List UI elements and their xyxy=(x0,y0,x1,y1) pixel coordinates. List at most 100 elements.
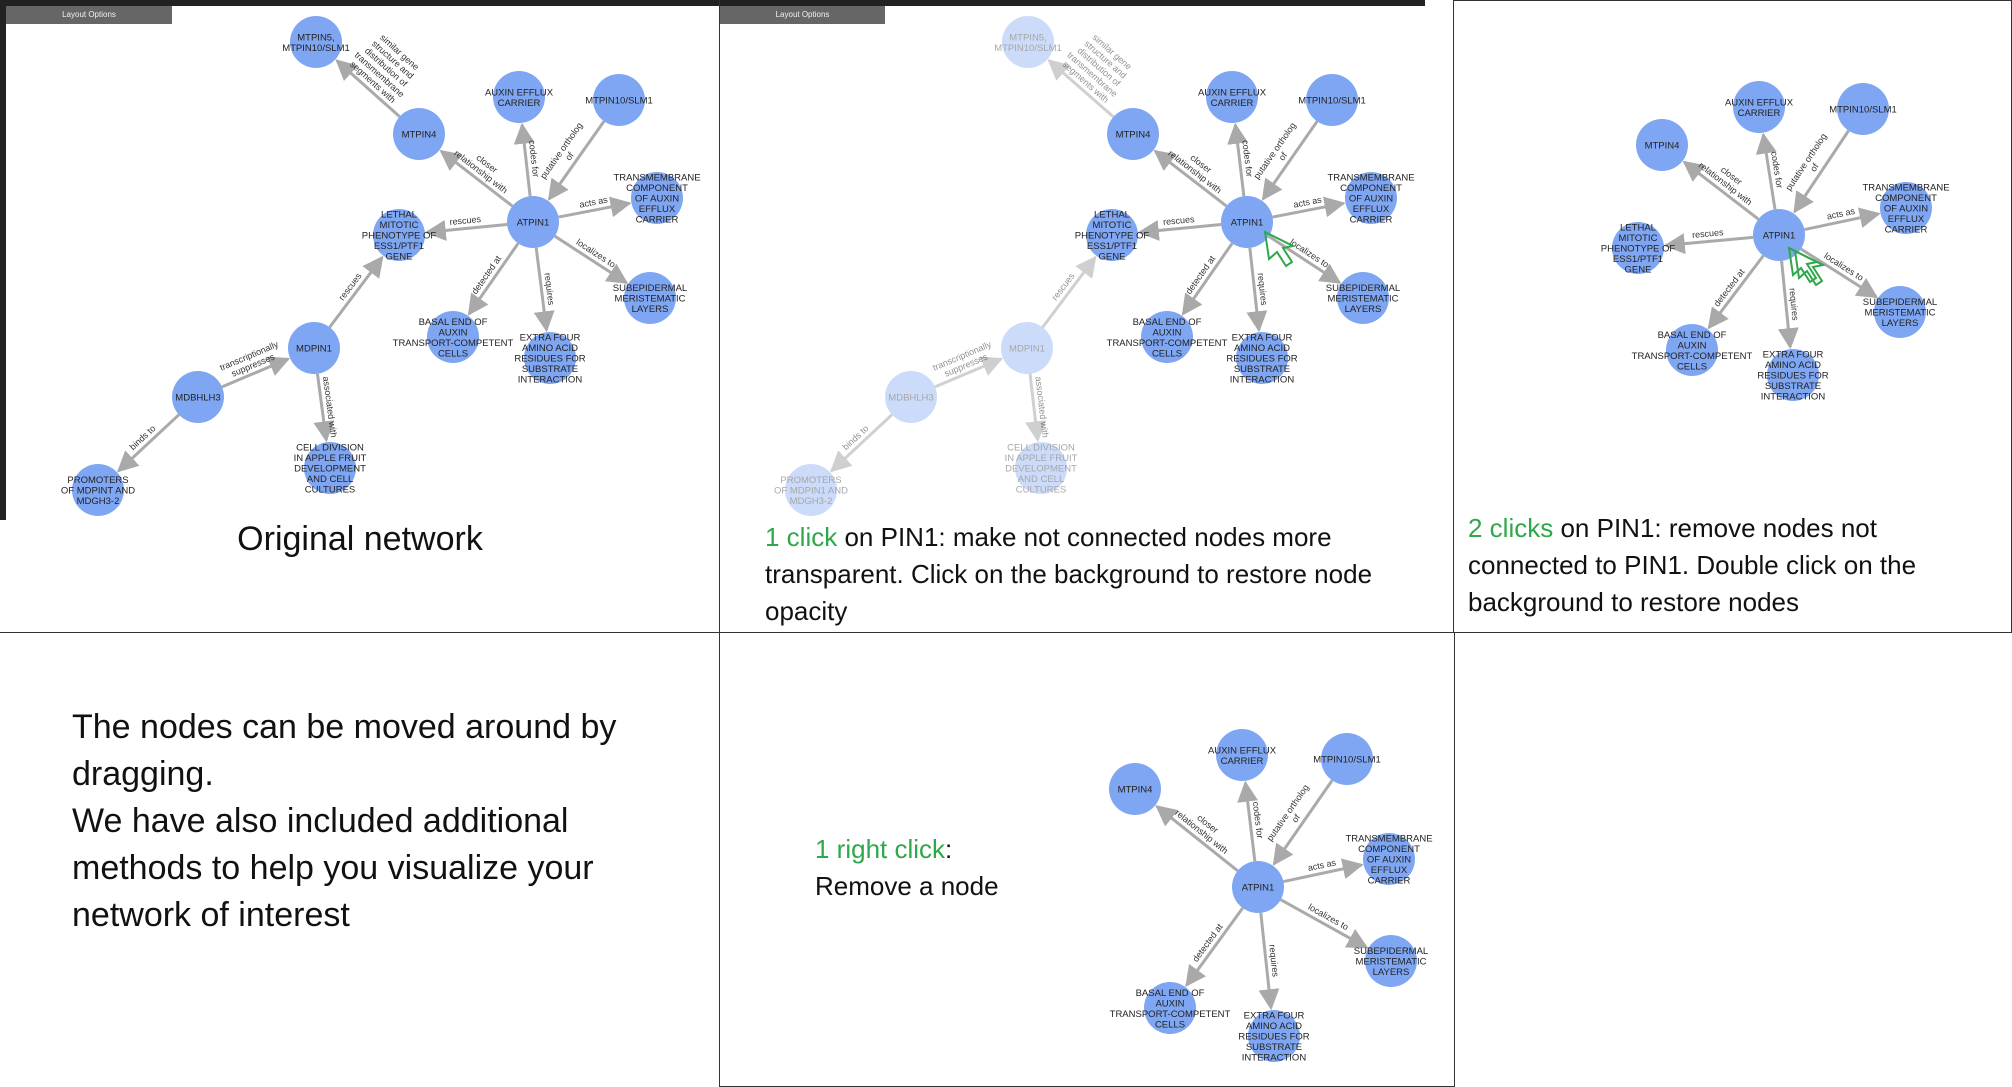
node-mtpin4[interactable]: MTPIN4 xyxy=(1109,763,1161,815)
edge-detected[interactable] xyxy=(1185,907,1244,988)
node-atpin1[interactable]: ATPIN1 xyxy=(1221,196,1273,248)
edge-localizes[interactable] xyxy=(553,234,629,285)
edge-associated[interactable] xyxy=(313,373,335,443)
node-mdbhlh3[interactable]: MDBHLH3 xyxy=(172,371,224,423)
edge-similar[interactable] xyxy=(335,59,401,118)
node-mtpin4[interactable]: MTPIN4 xyxy=(393,108,445,160)
edge-acts_as[interactable] xyxy=(1804,207,1881,232)
edge-binds[interactable] xyxy=(116,413,180,473)
edge-requires[interactable] xyxy=(533,247,555,333)
edge-requires[interactable] xyxy=(1258,912,1280,1011)
layout-options-button[interactable]: Layout Options xyxy=(720,6,885,24)
node-mtpin4[interactable]: MTPIN4 xyxy=(1107,108,1159,160)
node-mtpin5[interactable]: MTPIN5,MTPIN10/SLM1 xyxy=(994,16,1062,68)
left-dark-edge xyxy=(0,0,6,520)
edge-rescues[interactable] xyxy=(328,255,384,329)
edge-detected[interactable] xyxy=(1707,254,1765,330)
edge-detected[interactable] xyxy=(1181,242,1234,316)
edge-codes_for[interactable] xyxy=(1755,132,1777,210)
edge-acts_as[interactable] xyxy=(1272,196,1346,219)
node-atpin1[interactable]: ATPIN1 xyxy=(1753,209,1805,261)
edge-closer[interactable] xyxy=(1682,160,1760,221)
edge-acts_as[interactable] xyxy=(558,196,632,219)
edge-associated[interactable] xyxy=(1025,373,1046,443)
edge-requires[interactable] xyxy=(1246,247,1268,333)
edge-putative[interactable] xyxy=(547,120,606,201)
edge-codes_for[interactable] xyxy=(1237,780,1259,862)
edge-putative[interactable] xyxy=(1261,120,1319,201)
edge-codes_for[interactable] xyxy=(513,122,535,197)
edge-localizes[interactable] xyxy=(1279,898,1369,949)
edge-rescues[interactable] xyxy=(424,220,508,241)
edge-rescues[interactable] xyxy=(1663,233,1754,255)
node-mdbhlh3[interactable]: MDBHLH3 xyxy=(885,371,937,423)
node-mtpin10[interactable]: MTPIN10/SLM1 xyxy=(1298,74,1366,126)
node-mtpin10[interactable]: MTPIN10/SLM1 xyxy=(1829,83,1897,135)
edge-acts_as[interactable] xyxy=(1283,858,1364,884)
edge-transcriptionally[interactable] xyxy=(934,356,1004,389)
edge-transcriptionally[interactable] xyxy=(221,356,291,389)
node-mdpin1[interactable]: MDPIN1 xyxy=(1001,322,1053,374)
edge-codes_for[interactable] xyxy=(1227,122,1249,197)
edge-closer[interactable] xyxy=(1155,805,1239,872)
edge-binds[interactable] xyxy=(829,413,893,473)
edge-closer[interactable] xyxy=(1153,149,1228,208)
edge-closer[interactable] xyxy=(439,149,514,208)
node-mtpin5[interactable]: MTPIN5,MTPIN10/SLM1 xyxy=(282,16,350,68)
caption-right-click-highlight: 1 right click xyxy=(815,834,946,864)
edge-similar[interactable] xyxy=(1047,59,1115,118)
node-mtpin10[interactable]: MTPIN10/SLM1 xyxy=(585,74,653,126)
layout-options-button[interactable]: Layout Options xyxy=(6,6,172,24)
edge-rescues[interactable] xyxy=(1137,220,1222,241)
edge-localizes[interactable] xyxy=(1800,247,1879,299)
edge-rescues[interactable] xyxy=(1041,255,1097,329)
node-atpin1[interactable]: ATPIN1 xyxy=(507,196,559,248)
node-mtpin10[interactable]: MTPIN10/SLM1 xyxy=(1313,733,1381,785)
node-mdpin1[interactable]: MDPIN1 xyxy=(288,322,340,374)
node-atpin1[interactable]: ATPIN1 xyxy=(1232,861,1284,913)
top-dark-edge xyxy=(0,0,719,6)
edge-putative[interactable] xyxy=(1272,779,1334,866)
node-mtpin4[interactable]: MTPIN4 xyxy=(1636,119,1688,171)
edge-detected[interactable] xyxy=(467,242,520,316)
edge-putative[interactable] xyxy=(1793,129,1850,214)
edge-requires[interactable] xyxy=(1777,260,1799,350)
cursor-icon xyxy=(1787,246,1827,287)
edge-localizes[interactable] xyxy=(1267,234,1342,284)
